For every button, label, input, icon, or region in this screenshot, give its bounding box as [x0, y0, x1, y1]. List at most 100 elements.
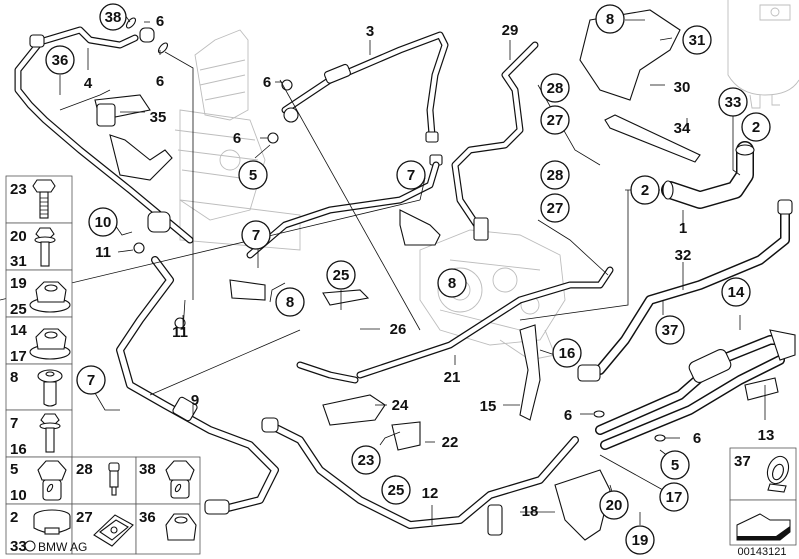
callout-7[interactable]: 7 — [241, 220, 271, 250]
callout-2[interactable]: 2 — [741, 112, 771, 142]
callout-20[interactable]: 20 — [599, 490, 629, 520]
bracket — [229, 279, 266, 301]
callout-8[interactable]: 8 — [595, 4, 625, 34]
callout-32[interactable]: 32 — [675, 247, 692, 264]
callout-34[interactable]: 34 — [674, 120, 691, 137]
callout-5[interactable]: 5 — [238, 160, 268, 190]
hose-29 — [451, 41, 539, 241]
legend-label: 19 — [10, 275, 27, 292]
hose-fitting — [777, 199, 793, 215]
legend-label: 25 — [10, 301, 27, 318]
svg-text:27: 27 — [547, 200, 564, 217]
hose-12 — [261, 417, 579, 536]
callout-26[interactable]: 26 — [390, 321, 407, 338]
callout-12[interactable]: 12 — [422, 485, 439, 502]
callout-29[interactable]: 29 — [502, 22, 519, 39]
callout-9[interactable]: 9 — [191, 392, 199, 409]
callout-6[interactable]: 6 — [156, 73, 164, 90]
callout-7[interactable]: 7 — [76, 365, 106, 395]
callout-11[interactable]: 11 — [95, 244, 111, 261]
callout-5[interactable]: 5 — [660, 450, 690, 480]
hose-4 — [14, 26, 194, 244]
callout-25[interactable]: 25 — [381, 475, 411, 505]
legend-cell — [5, 363, 73, 411]
callout-22[interactable]: 22 — [442, 434, 459, 451]
shoulder-screw-icon — [108, 462, 120, 496]
steering-gear-ghost — [174, 29, 301, 251]
banjo-bolt-icon — [165, 460, 195, 499]
pipe-clip-icon — [766, 455, 790, 493]
callout-10[interactable]: 10 — [88, 207, 118, 237]
svg-text:27: 27 — [547, 112, 564, 129]
banjo-bolt-icon — [37, 460, 67, 501]
callout-31[interactable]: 31 — [682, 25, 712, 55]
callout-17[interactable]: 17 — [659, 482, 689, 512]
hose-fitting — [204, 499, 230, 515]
copyright-text: BMW AG — [38, 540, 87, 554]
svg-text:19: 19 — [632, 532, 649, 549]
hose-fitting — [473, 217, 489, 241]
hose-21 — [296, 266, 614, 384]
callout-33[interactable]: 33 — [718, 87, 748, 117]
flange-bolt-icon — [34, 227, 56, 267]
callout-7[interactable]: 7 — [396, 160, 426, 190]
callout-23[interactable]: 23 — [351, 445, 381, 475]
callout-36[interactable]: 36 — [45, 45, 75, 75]
hose-end — [735, 144, 755, 156]
callout-38[interactable]: 38 — [99, 3, 127, 31]
callout-11[interactable]: 11 — [172, 324, 188, 341]
callout-21[interactable]: 21 — [444, 369, 461, 386]
clip-nut-icon — [93, 514, 134, 547]
legend-label: 14 — [10, 322, 27, 339]
callout-8[interactable]: 8 — [275, 287, 305, 317]
callout-6[interactable]: 6 — [263, 74, 271, 91]
callout-28[interactable]: 28 — [540, 73, 570, 103]
callout-14[interactable]: 14 — [721, 277, 751, 307]
callout-19[interactable]: 19 — [625, 525, 655, 555]
bracket-22 — [391, 421, 421, 451]
svg-text:28: 28 — [547, 167, 564, 184]
callout-27[interactable]: 27 — [540, 193, 570, 223]
callout-25[interactable]: 25 — [326, 260, 356, 290]
legend-label: 5 — [10, 461, 18, 478]
washer-6 — [267, 132, 279, 144]
callout-13[interactable]: 13 — [758, 427, 775, 444]
hose-fitting — [487, 504, 503, 536]
callout-4[interactable]: 4 — [84, 75, 93, 92]
callout-16[interactable]: 16 — [552, 338, 582, 368]
washer-11 — [133, 242, 145, 254]
legend-label: 23 — [10, 181, 27, 198]
hoses — [14, 26, 796, 536]
small-parts — [94, 9, 701, 541]
callout-6[interactable]: 6 — [564, 407, 572, 424]
hose-fitting — [577, 364, 601, 382]
clamp-26 — [322, 289, 370, 306]
svg-text:2: 2 — [641, 182, 649, 199]
callout-28[interactable]: 28 — [540, 160, 570, 190]
hose-fitting — [425, 131, 439, 143]
callout-35[interactable]: 35 — [150, 109, 167, 126]
legend-label: 8 — [10, 369, 18, 386]
callout-1[interactable]: 1 — [679, 220, 687, 237]
callout-2[interactable]: 2 — [630, 175, 660, 205]
callout-8[interactable]: 8 — [437, 268, 467, 298]
hex-bolt-icon — [32, 179, 56, 219]
mount-35 — [96, 103, 116, 127]
callout-24[interactable]: 24 — [392, 397, 409, 414]
callout-37[interactable]: 37 — [655, 315, 685, 345]
callout-6[interactable]: 6 — [693, 430, 701, 447]
hose-7 — [229, 161, 441, 301]
svg-text:14: 14 — [728, 284, 745, 301]
callout-6[interactable]: 6 — [233, 130, 241, 147]
callout-18[interactable]: 18 — [522, 503, 539, 520]
svg-text:7: 7 — [407, 167, 415, 184]
callout-27[interactable]: 27 — [540, 105, 570, 135]
callout-3[interactable]: 3 — [366, 23, 374, 40]
callout-6[interactable]: 6 — [156, 13, 164, 30]
legend-label: 38 — [139, 461, 156, 478]
background-components — [174, 0, 799, 361]
callout-30[interactable]: 30 — [674, 79, 691, 96]
legend-label: 28 — [76, 461, 93, 478]
bracket — [744, 377, 779, 401]
callout-15[interactable]: 15 — [480, 398, 497, 415]
